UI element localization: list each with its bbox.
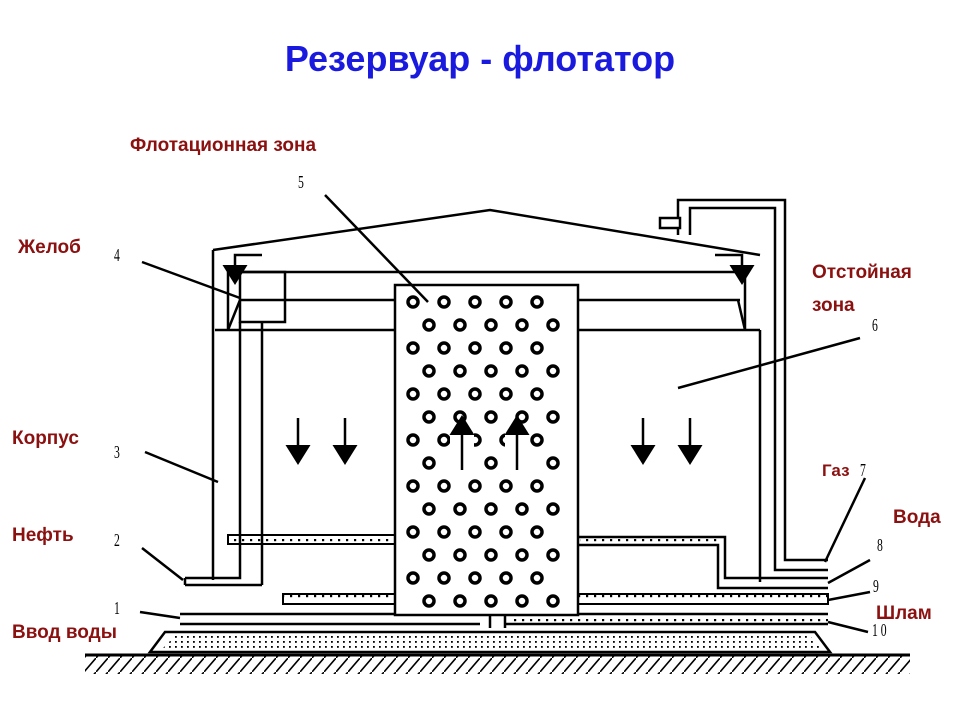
bubble [484, 456, 498, 470]
bubble [422, 318, 436, 332]
bubble [453, 594, 467, 608]
callout-2: 2 [114, 530, 120, 550]
bubble [468, 387, 482, 401]
label-water-inlet: Ввод воды [12, 622, 117, 643]
bubble [530, 479, 544, 493]
bubble [530, 295, 544, 309]
callout-9: 9 [873, 576, 879, 596]
bubble [437, 387, 451, 401]
bubble [546, 456, 560, 470]
label-body: Корпус [12, 428, 79, 449]
bubble [468, 525, 482, 539]
trough-flow-arrows [222, 253, 755, 285]
bubble [406, 341, 420, 355]
bubble [546, 410, 560, 424]
label-sludge: Шлам [876, 603, 932, 624]
bubble [422, 594, 436, 608]
bubble [499, 387, 513, 401]
bubble [422, 502, 436, 516]
bubble [406, 571, 420, 585]
callout-8: 8 [877, 535, 883, 555]
leader-lines [139, 194, 871, 634]
callout-4: 4 [114, 245, 120, 265]
bubble [530, 525, 544, 539]
flow-arrows-up [449, 415, 530, 475]
bubble [484, 502, 498, 516]
bubble [468, 295, 482, 309]
callout-6: 6 [872, 315, 878, 335]
bubble [437, 525, 451, 539]
bubble [406, 525, 420, 539]
bubble [406, 387, 420, 401]
label-water: Вода [893, 507, 941, 528]
bubble [406, 295, 420, 309]
label-gas: Газ [822, 461, 850, 480]
bubble [484, 548, 498, 562]
bubble [499, 479, 513, 493]
bubble [468, 479, 482, 493]
bubble [515, 548, 529, 562]
page-title: Резервуар - флотатор [284, 38, 676, 79]
bubble [453, 548, 467, 562]
callout-7: 7 [860, 460, 866, 480]
bubble [515, 594, 529, 608]
bubble [422, 364, 436, 378]
callout-3: 3 [114, 442, 120, 462]
label-trough: Желоб [18, 237, 81, 258]
bubble [546, 364, 560, 378]
bubble [515, 318, 529, 332]
bubble [453, 318, 467, 332]
ground [85, 653, 910, 674]
label-oil: Нефть [12, 525, 74, 546]
bubble [437, 433, 451, 447]
callout-10: 1 0 [872, 620, 887, 640]
bubble [515, 502, 529, 516]
label-flotation-zone: Флотационная зона [130, 135, 317, 156]
bubble [484, 364, 498, 378]
bubble [484, 594, 498, 608]
bubble [484, 410, 498, 424]
gas-pipe [658, 198, 828, 572]
bubble [546, 548, 560, 562]
bubble [515, 364, 529, 378]
bubble [499, 571, 513, 585]
bubble [530, 387, 544, 401]
bubble [437, 571, 451, 585]
bubble [546, 594, 560, 608]
bubble [530, 571, 544, 585]
bubble [468, 341, 482, 355]
bubble [453, 364, 467, 378]
water-outlet-pipe [578, 535, 828, 590]
bubble [530, 341, 544, 355]
bubble [484, 318, 498, 332]
bubble [530, 433, 544, 447]
label-settling-zone-line2: зона [812, 295, 855, 316]
roof [211, 208, 761, 330]
bubble [546, 502, 560, 516]
bubble [437, 295, 451, 309]
bubble [499, 525, 513, 539]
foundation [147, 630, 833, 654]
flotation-column [393, 283, 580, 617]
bubble [437, 341, 451, 355]
label-settling-zone-line1: Отстойная [812, 262, 912, 283]
bubble [499, 295, 513, 309]
bubble [406, 479, 420, 493]
bubble [499, 341, 513, 355]
bubble [422, 410, 436, 424]
bubble [422, 456, 436, 470]
oil-outlet-pipe [183, 560, 262, 587]
distribution-pipe-upper [227, 534, 396, 545]
callout-5: 5 [298, 172, 304, 192]
bubble [406, 433, 420, 447]
bubble [437, 479, 451, 493]
bubble [546, 318, 560, 332]
bubble [468, 571, 482, 585]
bubble [422, 548, 436, 562]
callout-1: 1 [114, 598, 120, 618]
flow-arrows-down [285, 418, 703, 465]
bubble [453, 502, 467, 516]
